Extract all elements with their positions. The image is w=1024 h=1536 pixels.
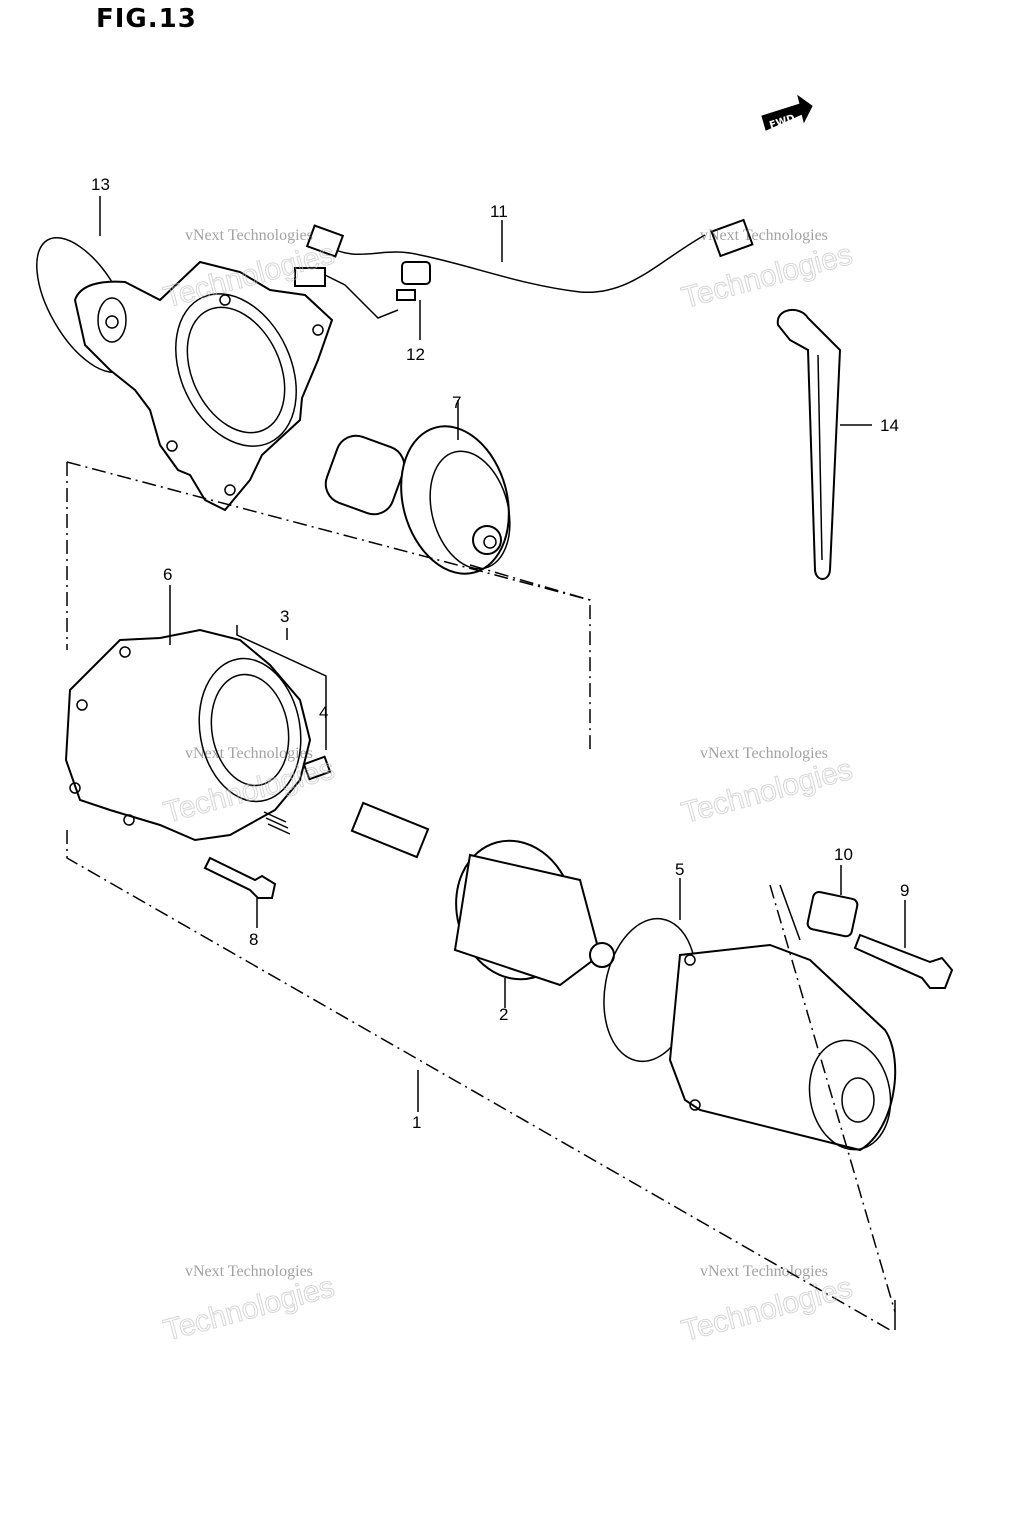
rear-housing-6 [64, 585, 312, 842]
watermark-top-right: vNext Technologies Technologies [678, 227, 857, 316]
front-housing [73, 260, 334, 512]
callout-9: 9 [900, 881, 909, 900]
svg-text:Technologies: Technologies [678, 1271, 856, 1348]
bolt-8 [203, 856, 277, 928]
svg-text:vNext Technologies: vNext Technologies [185, 227, 313, 244]
watermark-bottom-right: vNext Technologies Technologies [678, 1263, 857, 1349]
screw-12 [396, 261, 431, 340]
assembly-outline [66, 461, 896, 1331]
callout-1: 1 [412, 1113, 421, 1132]
watermark-bottom-left: vNext Technologies Technologies [160, 1263, 339, 1348]
watermark-mid-right: vNext Technologies Technologies [678, 745, 857, 831]
svg-text:vNext Technologies: vNext Technologies [185, 745, 313, 762]
callout-7: 7 [452, 393, 461, 412]
bolt-9 [853, 900, 954, 989]
svg-text:Technologies: Technologies [678, 753, 856, 830]
svg-text:vNext Technologies: vNext Technologies [700, 227, 828, 244]
callout-12: 12 [406, 345, 425, 364]
motor-yoke [668, 943, 897, 1152]
fwd-arrow-icon: FWD [761, 94, 813, 132]
callout-5: 5 [675, 860, 684, 879]
svg-text:Technologies: Technologies [160, 1270, 338, 1347]
svg-text:vNext Technologies: vNext Technologies [700, 745, 828, 762]
figure-title: FIG.13 [96, 4, 197, 34]
callout-11: 11 [490, 202, 508, 221]
starter-clutch-7 [324, 400, 511, 575]
terminal-10 [779, 865, 859, 941]
callout-2: 2 [499, 1005, 508, 1024]
callout-13: 13 [91, 175, 110, 194]
brush-set-3 [236, 625, 332, 835]
wire-harness-11 [294, 218, 754, 319]
svg-text:vNext Technologies: vNext Technologies [185, 1263, 313, 1280]
svg-text:vNext Technologies: vNext Technologies [700, 1263, 828, 1280]
cable-tie-14 [776, 309, 872, 580]
callout-8: 8 [249, 930, 258, 949]
callout-4: 4 [319, 703, 328, 722]
callout-10: 10 [834, 845, 853, 864]
callout-6: 6 [163, 565, 172, 584]
armature-2 [350, 801, 615, 1008]
callout-14: 14 [880, 416, 899, 435]
callout-3: 3 [280, 607, 289, 626]
svg-text:Technologies: Technologies [678, 238, 856, 315]
